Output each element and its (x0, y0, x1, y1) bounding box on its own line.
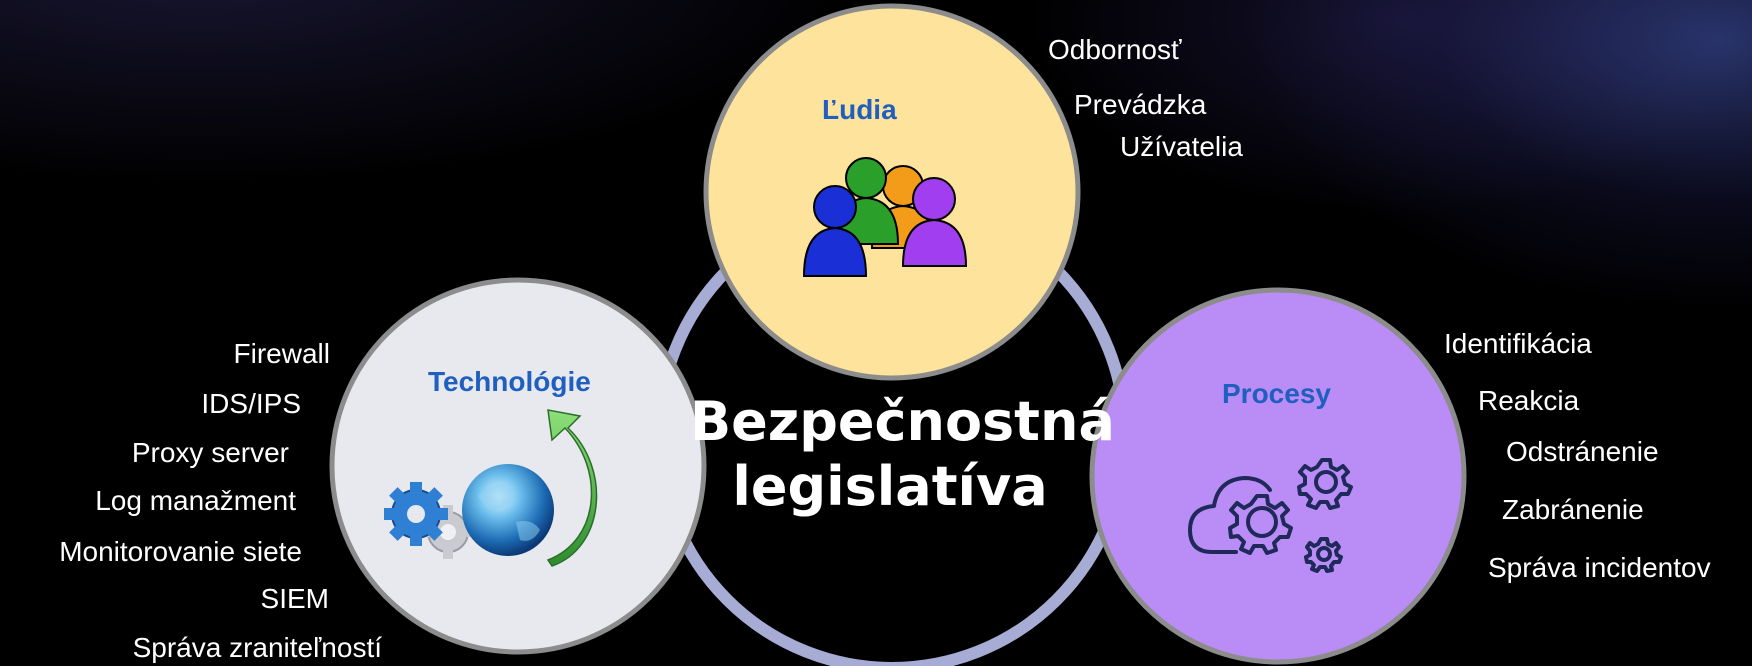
processes-title: Procesy (1222, 378, 1331, 409)
cloud-gears-icon (1188, 458, 1353, 573)
processes-circle (1089, 287, 1467, 665)
people-label-users: Užívatelia (1120, 131, 1243, 162)
processes-label-prevention: Zabránenie (1502, 494, 1644, 525)
technology-label-ids-ips: IDS/IPS (201, 388, 301, 419)
technology-label-proxy-server: Proxy server (131, 437, 289, 468)
technology-label-log-management: Log manažment (95, 485, 296, 516)
people-label-operations: Prevádzka (1074, 89, 1207, 120)
technology-label-network-monitoring: Monitorovanie siete (59, 536, 302, 567)
people-title: Ľudia (822, 94, 897, 125)
technology-label-vulnerability-management: Správa zraniteľností (132, 632, 382, 663)
people-group-icon (802, 157, 968, 277)
processes-label-reaction: Reakcia (1478, 385, 1580, 416)
people-label-expertise: Odbornosť (1048, 34, 1182, 65)
processes-label-incident-management: Správa incidentov (1488, 552, 1711, 583)
center-title-line2: legislatíva (732, 454, 1048, 518)
globe-gears-arrow-icon (384, 409, 598, 567)
technology-label-firewall: Firewall (233, 338, 330, 369)
technology-title: Technológie (428, 366, 591, 397)
processes-label-removal: Odstránenie (1506, 436, 1659, 467)
technology-label-siem: SIEM (260, 583, 329, 614)
processes-label-identification: Identifikácia (1444, 328, 1592, 359)
center-title: Bezpečnostná legislatíva (690, 390, 1115, 520)
center-title-line1: Bezpečnostná (690, 390, 1115, 453)
